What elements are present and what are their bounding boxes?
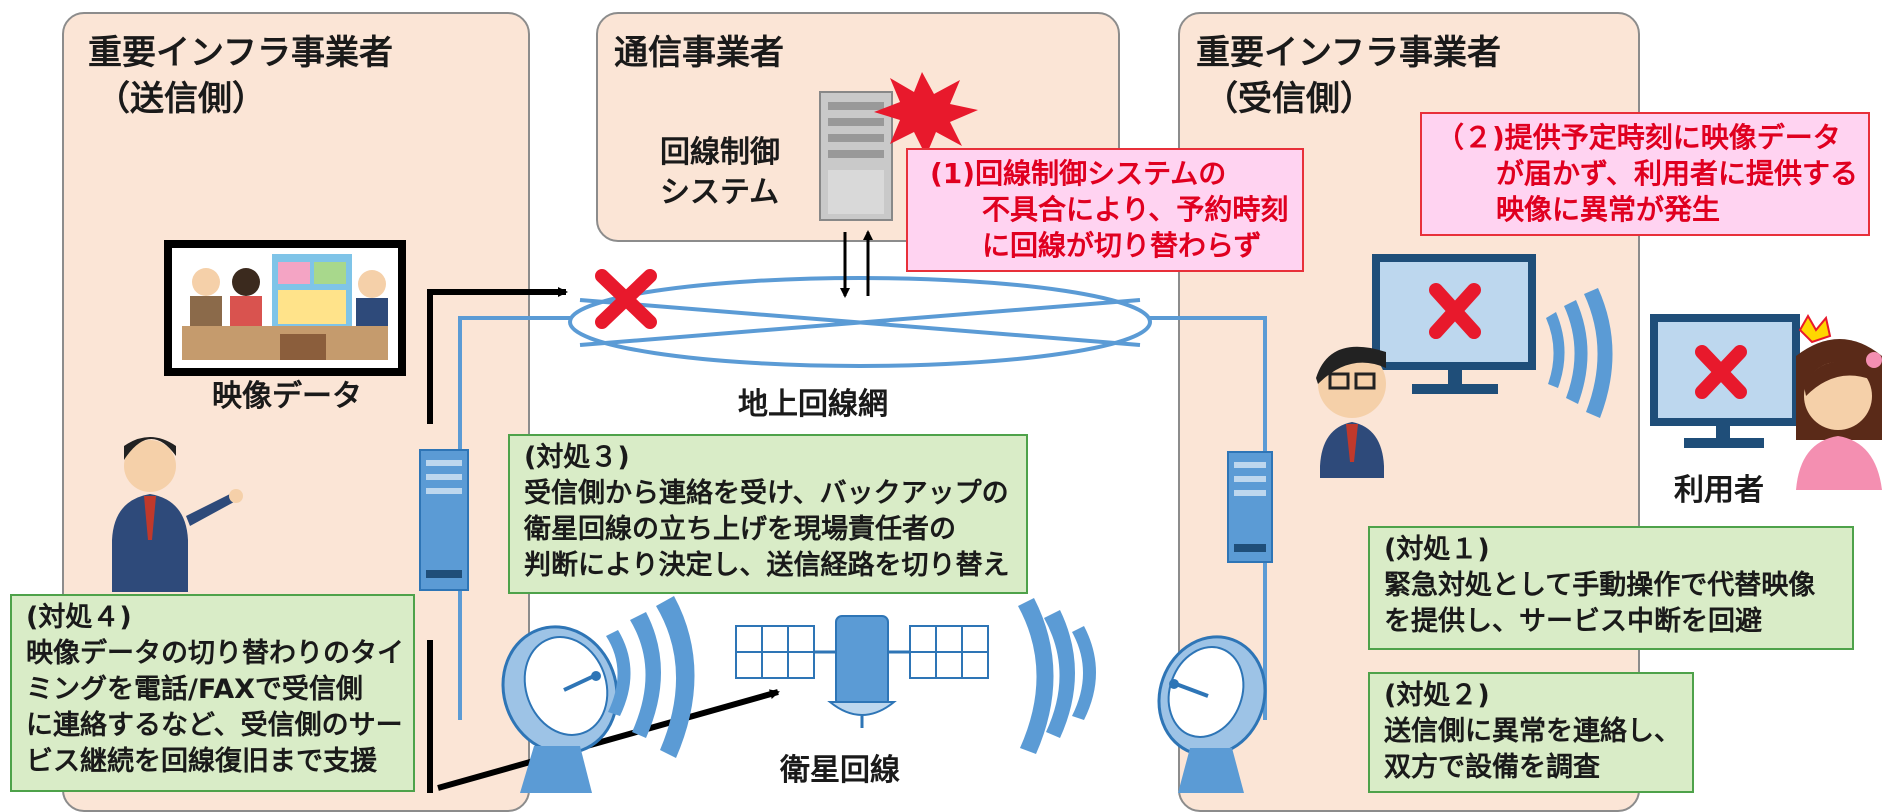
sender-to-satellite-arrow-diagonal xyxy=(437,689,780,791)
measure-1-line-2: を提供し、サービス中断を回避 xyxy=(1384,606,1762,637)
broadcast-wave-icon xyxy=(1546,288,1613,418)
measure-1-heading: (対処１) xyxy=(1384,534,1490,565)
measure-4-heading: (対処４) xyxy=(26,602,132,633)
measure-3-line-2: 衛星回線の立ち上げを現場責任者の xyxy=(524,514,956,545)
measure-3-box: (対処３) 受信側から連絡を受け、バックアップの 衛星回線の立ち上げを現場責任者… xyxy=(508,434,1028,594)
terrestrial-network-label: 地上回線網 xyxy=(738,387,888,422)
receiver-dish-icon xyxy=(1157,635,1267,793)
measure-3-heading: (対処３) xyxy=(524,442,630,473)
receiver-subtitle: （受信側） xyxy=(1204,79,1374,119)
sender-dish-icon xyxy=(501,625,619,793)
video-to-terrestrial-arrow xyxy=(427,287,568,424)
user-label: 利用者 xyxy=(1674,473,1764,508)
satellite-label: 衛星回線 xyxy=(780,753,900,788)
downlink-wave-icon xyxy=(1018,598,1096,754)
receiver-person-icon xyxy=(1316,346,1386,478)
incident-2-line-1: （２)提供予定時刻に映像データ xyxy=(1436,121,1841,154)
measure-3-line-1: 受信側から連絡を受け、バックアップの xyxy=(524,478,1009,509)
video-frame-icon xyxy=(164,240,406,376)
incident-1-line-1: (1)回線制御システムの xyxy=(930,157,1227,190)
measure-1-line-1: 緊急対処として手動操作で代替映像 xyxy=(1384,570,1816,601)
measure-4-line-3: に連絡するなど、受信側のサー xyxy=(26,710,403,741)
sender-server-icon xyxy=(419,449,469,591)
system-label-line2: システム xyxy=(660,175,780,210)
measure-2-box: (対処２) 送信側に異常を連絡し、 双方で設備を調査 xyxy=(1368,672,1694,793)
incident-1-box: (1)回線制御システムの 不具合により、予約時刻 に回線が切り替わらず xyxy=(906,148,1304,272)
incident-2-line-2: が届かず、利用者に提供する xyxy=(1496,157,1859,190)
measure-2-heading: (対処２) xyxy=(1384,680,1490,711)
user-person-icon xyxy=(1796,313,1882,490)
user-alert-icon xyxy=(1798,313,1832,344)
incident-1-line-3: に回線が切り替わらず xyxy=(982,229,1262,262)
receiver-server-icon xyxy=(1227,451,1273,563)
video-data-label: 映像データ xyxy=(212,379,362,414)
fault-burst-icon xyxy=(874,72,978,156)
measure-4-line-4: ビス継続を回線復旧まで支援 xyxy=(26,746,377,777)
incident-2-line-3: 映像に異常が発生 xyxy=(1496,193,1721,226)
satellite-icon xyxy=(735,615,989,728)
incident-2-box: （２)提供予定時刻に映像データ が届かず、利用者に提供する 映像に異常が発生 xyxy=(1420,112,1870,236)
terrestrial-failure-x-icon xyxy=(595,269,657,329)
incident-1-line-2: 不具合により、予約時刻 xyxy=(982,193,1289,226)
user-monitor-failure-x-icon xyxy=(1695,345,1747,399)
receiver-title: 重要インフラ事業者 xyxy=(1196,33,1501,73)
sender-subtitle: （送信側） xyxy=(96,79,266,119)
system-label-line1: 回線制御 xyxy=(660,135,780,170)
measure-4-line-2: ミングを電話/FAXで受信側 xyxy=(26,674,363,705)
measure-4-box: (対処４) 映像データの切り替わりのタイ ミングを電話/FAXで受信側 に連絡す… xyxy=(10,594,415,792)
receiver-monitor-icon xyxy=(1372,254,1536,394)
measure-2-line-1: 送信側に異常を連絡し、 xyxy=(1384,716,1681,747)
measure-4-line-1: 映像データの切り替わりのタイ xyxy=(26,638,404,669)
sender-person-icon xyxy=(112,437,243,592)
carrier-title: 通信事業者 xyxy=(614,33,784,73)
monitor-failure-x-icon xyxy=(1429,283,1481,339)
uplink-wave-icon xyxy=(606,596,695,758)
measure-1-box: (対処１) 緊急対処として手動操作で代替映像 を提供し、サービス中断を回避 xyxy=(1368,526,1854,650)
terrestrial-network-icon xyxy=(568,276,1152,368)
sender-title: 重要インフラ事業者 xyxy=(88,33,393,73)
measure-2-line-2: 双方で設備を調査 xyxy=(1384,752,1600,783)
measure-3-line-3: 判断により決定し、送信経路を切り替え xyxy=(524,550,1010,581)
diagram-graphics xyxy=(112,72,1882,793)
